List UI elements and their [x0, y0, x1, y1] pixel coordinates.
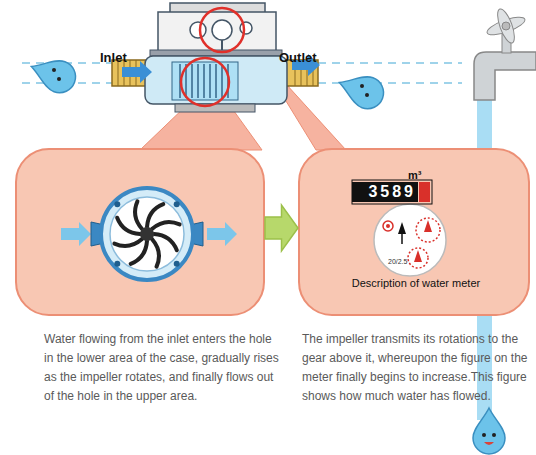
- illustration-part: [158, 12, 276, 52]
- illustration-part: [215, 64, 217, 98]
- illustration-part: [484, 442, 494, 445]
- rating-label: 20/2.5: [388, 258, 407, 265]
- impeller-blade: [135, 201, 142, 229]
- illustration-part: [175, 104, 255, 112]
- impeller-hub: [140, 227, 154, 241]
- unit-label: m³: [408, 169, 421, 181]
- illustration-part: [482, 433, 486, 437]
- dial-face: [374, 204, 446, 276]
- illustration-part: [203, 64, 205, 98]
- meter-body: [145, 3, 287, 112]
- process-box: Water flowing from the inlet enters the …: [15, 148, 265, 316]
- flow-arrow: [207, 222, 237, 246]
- impeller-blade: [152, 222, 180, 229]
- impeller-case: [101, 188, 193, 280]
- part-label: Inlet: [100, 50, 127, 65]
- water-droplet: [26, 51, 80, 97]
- illustration-part: [140, 100, 262, 150]
- illustration-part: [26, 51, 80, 97]
- illustration-part: [360, 84, 364, 88]
- illustration-part: [365, 93, 369, 97]
- impeller-blade: [152, 239, 159, 267]
- illustration-part: [473, 408, 505, 454]
- illustration-part: [181, 58, 229, 106]
- highlight-circle: [181, 8, 244, 106]
- illustration-part: [190, 22, 206, 38]
- case-hole: [174, 201, 180, 207]
- illustration-part: [197, 64, 199, 98]
- flow-indicator: [386, 224, 390, 228]
- droplet-face: [360, 84, 369, 97]
- water-droplet: [473, 408, 505, 454]
- case-hole: [114, 201, 120, 207]
- impeller-blade: [114, 239, 142, 246]
- meter-face: m³3589 20/2.5: [352, 172, 472, 277]
- description-text: Water flowing from the inlet enters the …: [44, 330, 282, 406]
- process-box: Description of water meterThe impeller t…: [298, 148, 530, 316]
- illustration-part: [191, 64, 193, 98]
- caption-text: Description of water meter: [300, 277, 532, 289]
- illustration-part: [240, 22, 252, 34]
- dial-pointer: [424, 220, 432, 232]
- case-hole: [114, 261, 120, 267]
- illustration-part: [494, 7, 518, 45]
- illustration-part: [502, 22, 510, 30]
- counter-frame: [352, 180, 432, 204]
- flow-arrow: [61, 222, 91, 246]
- impeller-illustration: [17, 150, 267, 318]
- counter-digits: 3589: [352, 182, 418, 202]
- case-hole: [174, 261, 180, 267]
- description-text: The impeller transmits its rotations to …: [302, 330, 534, 406]
- droplet-face: [52, 68, 61, 81]
- illustration-part: [221, 64, 223, 98]
- illustration-part: [492, 433, 496, 437]
- counter-red-wheel: [419, 182, 430, 202]
- water-droplet: [334, 67, 388, 113]
- impeller-chamber: [110, 197, 184, 271]
- dial-pointer: [414, 250, 422, 262]
- illustration-part: [52, 68, 56, 72]
- direction-mark: [401, 232, 403, 244]
- illustration-part: [200, 8, 244, 52]
- illustration-part: [334, 67, 388, 113]
- illustration-part: [57, 77, 61, 81]
- flow-arrow: [265, 205, 298, 251]
- flow-indicator: [383, 221, 393, 231]
- illustration-part: [209, 64, 211, 98]
- illustration-part: [145, 56, 287, 104]
- sub-dial: [408, 248, 428, 268]
- part-label: Outlet: [279, 50, 317, 65]
- illustration-part: [318, 62, 462, 64]
- illustration-part: [180, 64, 228, 98]
- sub-dial: [416, 218, 440, 242]
- illustration-part: [212, 20, 232, 40]
- illustration-part: [474, 52, 536, 100]
